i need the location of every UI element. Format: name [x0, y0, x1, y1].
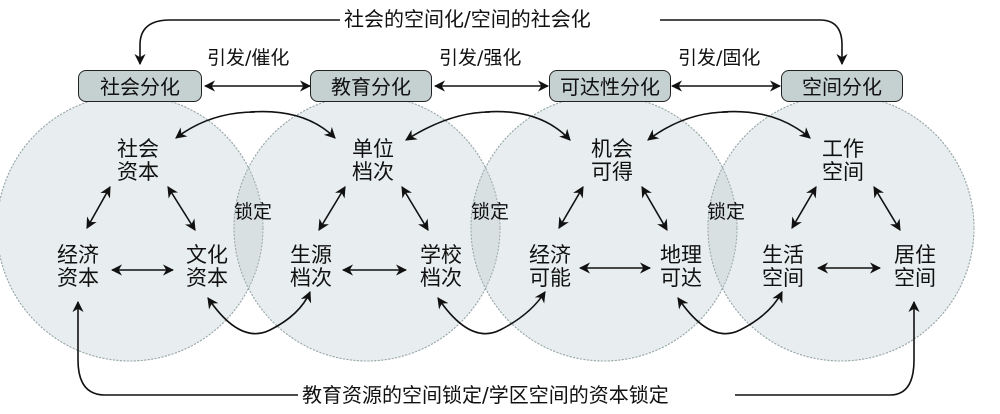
stage-social-differentiation: 社会分化: [78, 70, 202, 102]
bottom-cycle-label: 教育资源的空间锁定/学区空间的资本锁定: [298, 384, 673, 406]
node-unit-grade: 单位 档次: [352, 137, 394, 184]
circle-social: [0, 94, 264, 362]
triangle-4-arrows: [791, 186, 901, 274]
stage-education-differentiation: 教育分化: [310, 70, 432, 102]
arc-bottom-1: [207, 290, 312, 335]
node-cultural-capital: 文化 资本: [186, 243, 228, 290]
top-loop-arrow-right: [660, 19, 848, 66]
arc-bottom-3: [677, 291, 783, 335]
arc-top-2-left: [405, 111, 491, 141]
node-economic-possibility: 经济 可能: [529, 243, 571, 290]
top-loop-arrow-left: [134, 19, 350, 66]
node-work-space: 工作 空间: [822, 137, 864, 184]
arc-top-1-left: [175, 111, 256, 139]
node-school-grade: 学校 档次: [420, 243, 462, 290]
node-living-space: 生活 空间: [762, 243, 804, 290]
link-label-2: 引发/强化: [439, 47, 522, 69]
circle-education: [233, 94, 501, 362]
node-opportunity-availability: 机会 可得: [591, 137, 633, 184]
triangle-1-arrows: [86, 186, 196, 276]
domain-circles: [0, 94, 975, 362]
node-geographic-access: 地理 可达: [660, 243, 702, 290]
top-cycle-label: 社会的空间化/空间的社会化: [340, 8, 595, 30]
bottom-loop-arrow-right: [735, 300, 920, 396]
node-student-source-grade: 生源 档次: [290, 243, 332, 290]
arc-bottom-2: [437, 291, 546, 335]
arc-top-3-left: [647, 111, 729, 141]
triangle-2-arrows: [318, 186, 429, 276]
link-label-3: 引发/固化: [678, 47, 761, 69]
triangle-3-arrows: [558, 186, 668, 274]
lock-label-2: 锁定: [471, 201, 510, 223]
stage-accessibility-differentiation: 可达性分化: [549, 70, 671, 102]
node-social-capital: 社会 资本: [117, 137, 159, 184]
stage-space-differentiation: 空间分化: [781, 70, 903, 102]
circle-space: [707, 94, 975, 362]
link-label-1: 引发/催化: [207, 47, 290, 69]
node-residential-space: 居住 空间: [894, 243, 936, 290]
lock-label-3: 锁定: [707, 201, 746, 223]
node-economic-capital: 经济 资本: [57, 243, 99, 290]
lock-label-1: 锁定: [234, 201, 273, 223]
bottom-loop-arrow-left: [72, 300, 300, 396]
